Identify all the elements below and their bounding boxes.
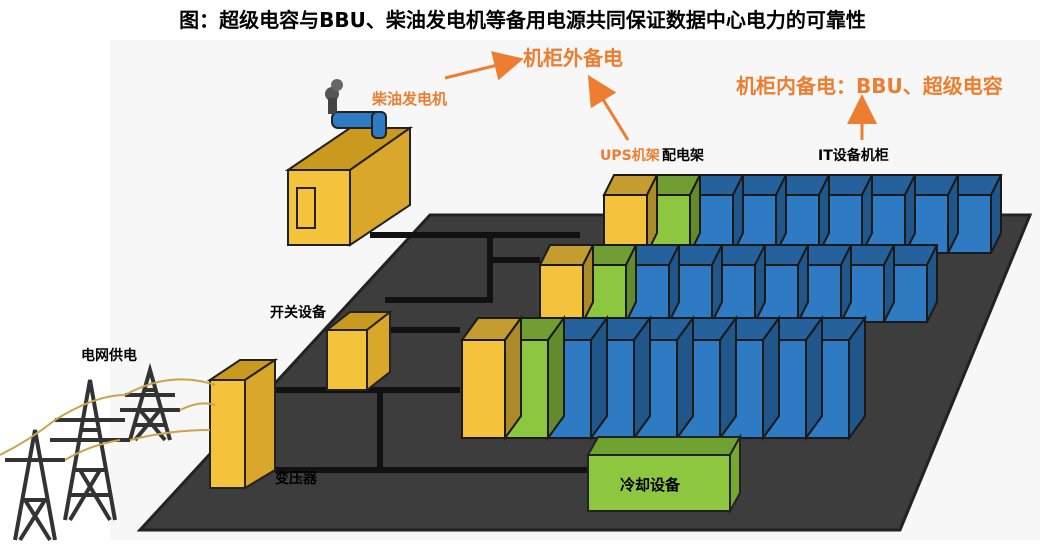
- row3-ups-rack-1-side: [504, 314, 522, 442]
- arrow-ups-to-outside: [587, 74, 630, 141]
- cooling-unit: [586, 433, 742, 515]
- power-towers: [5, 362, 180, 542]
- transformer: [206, 358, 279, 490]
- row2-ups-rack-1-front: [539, 264, 584, 323]
- cabinet-rows: [460, 174, 1003, 442]
- row3-ups-rack-1: [460, 314, 523, 442]
- power-cables: [275, 232, 590, 473]
- annotation-arrows: [444, 51, 877, 141]
- diagram-title: 图：超级电容与BBU、柴油发电机等备用电源共同保证数据中心电力的可靠性: [179, 8, 866, 32]
- power-lines: [0, 378, 216, 461]
- row3-it-cabinet-9-side: [848, 314, 866, 442]
- row3-it-cabinet-6-side: [719, 314, 737, 442]
- row2-ups-rack-1: [538, 244, 595, 323]
- ups-rack-label: UPS机架: [600, 148, 660, 164]
- row3-it-cabinet-5-side: [676, 314, 694, 442]
- row3-it-cabinet-7-side: [762, 314, 780, 442]
- inside-backup-label: 机柜内备电：BBU、超级电容: [736, 74, 1003, 98]
- diesel-generator: [284, 79, 414, 247]
- row3-ups-rack-1-front: [461, 339, 506, 439]
- row1-ups-rack-1: [602, 174, 659, 254]
- row3-it-cabinet-3-side: [590, 314, 608, 442]
- row3-it-cabinet-4-side: [633, 314, 651, 442]
- diesel-generator-label: 柴油发电机: [372, 90, 448, 108]
- switchgear-label: 开关设备: [270, 305, 326, 321]
- row3-it-cabinet-8-side: [805, 314, 823, 442]
- cooling-equipment-label: 冷却设备: [620, 476, 681, 494]
- arrow-generator-to-outside: [444, 51, 524, 81]
- distribution-rack-label: 配电架: [662, 148, 704, 164]
- transformer-label: 变压器: [275, 471, 317, 487]
- outside-backup-label: 机柜外备电: [523, 46, 623, 70]
- it-cabinet-label: IT设备机柜: [818, 148, 889, 164]
- switchgear: [324, 309, 393, 393]
- grid-power-label: 电网供电: [81, 348, 137, 364]
- row3-distribution-rack-2-side: [547, 314, 565, 442]
